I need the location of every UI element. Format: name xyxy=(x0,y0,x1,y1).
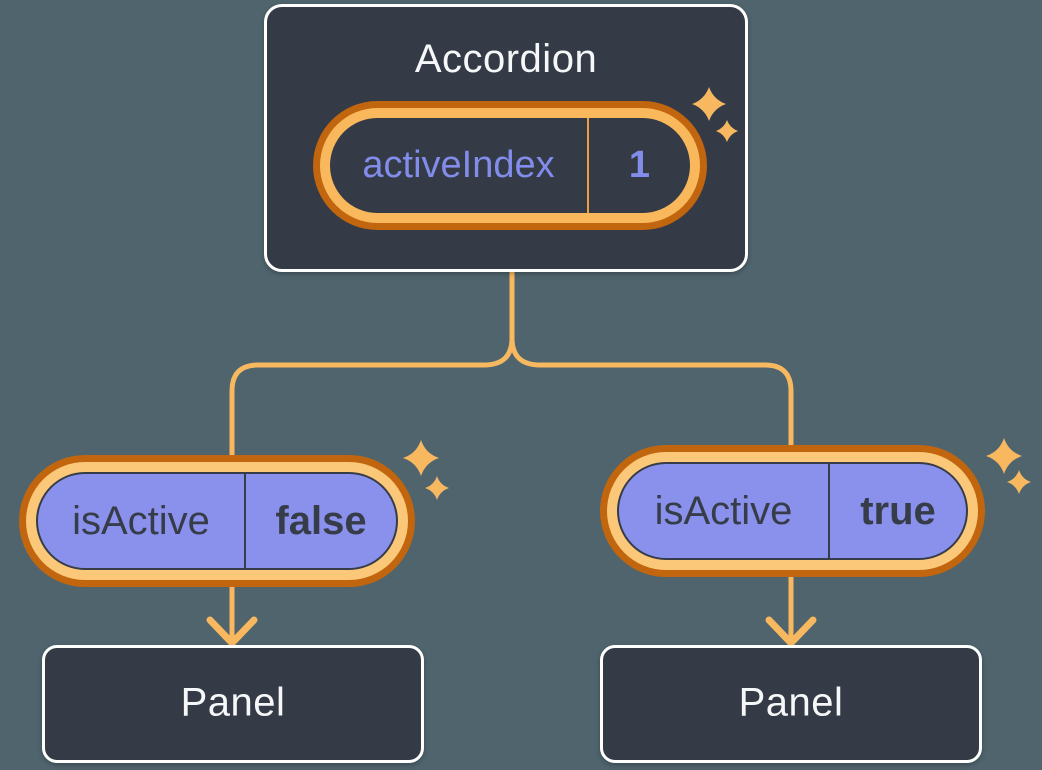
prop-pill-isactive-false: isActive false xyxy=(19,455,415,587)
prop-name: isActive xyxy=(654,488,793,533)
pill-divider xyxy=(587,118,589,213)
arrow-down-icon xyxy=(765,616,817,647)
prop-name: isActive xyxy=(72,498,210,543)
prop-pill-isactive-true: isActive true xyxy=(600,445,985,577)
prop-value: false xyxy=(275,498,367,543)
panel-node-title: Panel xyxy=(180,680,286,725)
sparkle-icon xyxy=(1007,470,1031,494)
sparkle-icon xyxy=(986,438,1022,474)
arrow-down-icon xyxy=(206,616,258,647)
state-name: activeIndex xyxy=(362,144,555,186)
sparkle-icon xyxy=(403,440,439,476)
prop-value: true xyxy=(860,488,936,533)
state-pill-activeindex: activeIndex 1 xyxy=(313,101,707,230)
accordion-node-title: Accordion xyxy=(414,37,598,81)
sparkle-icon xyxy=(425,476,449,500)
panel-node-title: Panel xyxy=(738,680,844,725)
panel-node-right: Panel xyxy=(600,645,982,763)
pill-divider xyxy=(828,464,830,558)
state-value: 1 xyxy=(628,144,651,186)
panel-node-left: Panel xyxy=(42,645,424,763)
